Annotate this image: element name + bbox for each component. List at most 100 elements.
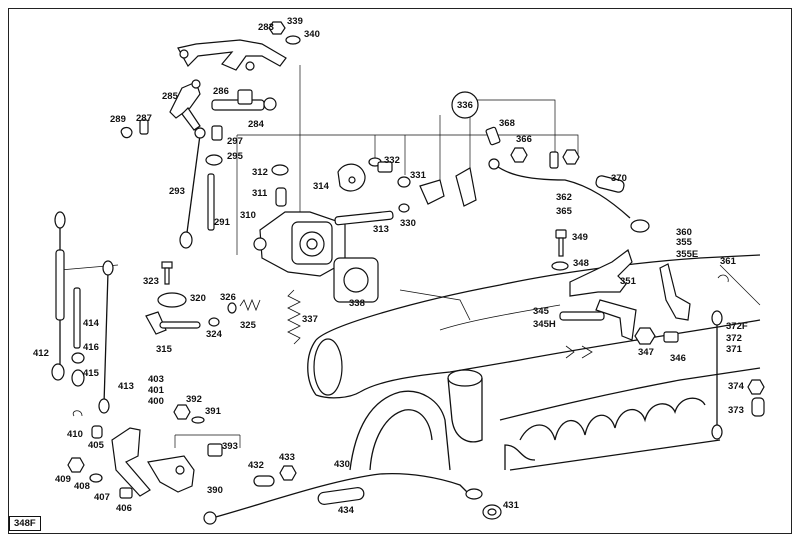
bracket-400 bbox=[67, 404, 223, 499]
callout-412: 412 bbox=[33, 348, 49, 359]
callout-351: 351 bbox=[620, 276, 637, 287]
callout-331: 331 bbox=[410, 170, 427, 181]
grommet-431 bbox=[482, 504, 502, 520]
callout-311: 311 bbox=[252, 188, 268, 199]
callout-430: 430 bbox=[334, 459, 350, 470]
callout-285: 285 bbox=[162, 91, 179, 102]
callout-347: 347 bbox=[638, 347, 654, 358]
lever-390 bbox=[147, 455, 195, 493]
callout-360: 360 bbox=[676, 227, 692, 238]
nut-347 bbox=[634, 327, 679, 345]
callout-297: 297 bbox=[227, 136, 243, 147]
sleeve-434 bbox=[317, 487, 365, 505]
spring-337 bbox=[287, 289, 301, 345]
callout-368: 368 bbox=[499, 118, 515, 129]
callout-332: 332 bbox=[384, 155, 400, 166]
throttle-plate-314 bbox=[337, 163, 366, 192]
plate-345 bbox=[559, 311, 605, 359]
callout-320: 320 bbox=[190, 293, 206, 304]
callout-286: 286 bbox=[213, 86, 229, 97]
callout-312: 312 bbox=[252, 167, 268, 178]
callout-314: 314 bbox=[313, 181, 330, 192]
intake-manifold bbox=[307, 254, 761, 471]
nut-374 bbox=[747, 379, 765, 417]
callout-323: 323 bbox=[143, 276, 159, 287]
callout-340: 340 bbox=[304, 29, 320, 40]
nut-339-340 bbox=[268, 21, 301, 45]
rod-372 bbox=[711, 310, 723, 440]
clip-361 bbox=[717, 274, 729, 283]
callout-345: 345 bbox=[533, 306, 550, 317]
gasket-338 bbox=[333, 257, 379, 303]
callout-355: 355 bbox=[676, 237, 693, 248]
callout-371: 371 bbox=[726, 344, 743, 355]
callout-370: 370 bbox=[611, 173, 627, 184]
callout-372F: 372F bbox=[726, 321, 748, 332]
callout-346: 346 bbox=[670, 353, 686, 364]
figure-code: 348F bbox=[9, 516, 41, 531]
rod-293 bbox=[179, 127, 206, 249]
bracket-351 bbox=[569, 249, 637, 341]
bolt-349 bbox=[551, 229, 569, 271]
callout-330: 330 bbox=[400, 218, 416, 229]
callout-413: 413 bbox=[118, 381, 134, 392]
callout-415: 415 bbox=[83, 368, 100, 379]
callout-295: 295 bbox=[227, 151, 244, 162]
callout-409: 409 bbox=[55, 474, 71, 485]
screws-332 bbox=[368, 157, 411, 188]
parts-432-433 bbox=[253, 465, 297, 487]
callout-392: 392 bbox=[186, 394, 202, 405]
callout-337: 337 bbox=[302, 314, 318, 325]
callout-393: 393 bbox=[222, 441, 238, 452]
clip-289 bbox=[120, 119, 149, 139]
callout-366: 366 bbox=[516, 134, 532, 145]
callout-324: 324 bbox=[206, 329, 223, 340]
callout-355E: 355E bbox=[676, 249, 698, 260]
callout-336: 336 bbox=[457, 100, 473, 111]
callout-407: 407 bbox=[94, 492, 110, 503]
callout-416: 416 bbox=[83, 342, 99, 353]
rods-412-416 bbox=[51, 211, 114, 414]
callout-339: 339 bbox=[287, 16, 303, 27]
callout-315: 315 bbox=[156, 344, 173, 355]
callout-283: 283 bbox=[258, 22, 274, 33]
callout-291: 291 bbox=[214, 217, 231, 228]
callout-432: 432 bbox=[248, 460, 264, 471]
callout-349: 349 bbox=[572, 232, 588, 243]
callout-325: 325 bbox=[240, 320, 257, 331]
parts-320-326 bbox=[157, 261, 261, 314]
callout-410: 410 bbox=[67, 429, 83, 440]
lever-285 bbox=[169, 79, 201, 131]
callout-373: 373 bbox=[728, 405, 744, 416]
rod-291 bbox=[207, 173, 215, 231]
lever-331 bbox=[398, 179, 445, 213]
fittings-368-366 bbox=[485, 126, 580, 169]
link-284-286 bbox=[211, 89, 277, 111]
callout-310: 310 bbox=[240, 210, 256, 221]
callout-374: 374 bbox=[728, 381, 745, 392]
callout-400: 400 bbox=[148, 396, 164, 407]
callout-365: 365 bbox=[556, 206, 573, 217]
rod-430 bbox=[203, 472, 483, 525]
callout-345H: 345H bbox=[533, 319, 556, 330]
callout-431: 431 bbox=[503, 500, 520, 511]
callout-313: 313 bbox=[373, 224, 389, 235]
rod-362-365 bbox=[488, 158, 650, 233]
lever-360 bbox=[659, 263, 691, 321]
callout-289: 289 bbox=[110, 114, 126, 125]
callout-348: 348 bbox=[573, 258, 589, 269]
callout-326: 326 bbox=[220, 292, 236, 303]
shaft-313 bbox=[334, 210, 394, 226]
callout-287: 287 bbox=[136, 113, 152, 124]
bushing-297-295 bbox=[205, 125, 223, 166]
callout-391: 391 bbox=[205, 406, 222, 417]
callout-390: 390 bbox=[207, 485, 223, 496]
leader-lines bbox=[59, 65, 761, 448]
callout-361: 361 bbox=[720, 256, 737, 267]
callout-414: 414 bbox=[83, 318, 100, 329]
callout-circle-336 bbox=[451, 91, 479, 119]
callout-434: 434 bbox=[338, 505, 355, 516]
bushing-370 bbox=[595, 175, 625, 193]
bracket-283 bbox=[177, 39, 287, 71]
